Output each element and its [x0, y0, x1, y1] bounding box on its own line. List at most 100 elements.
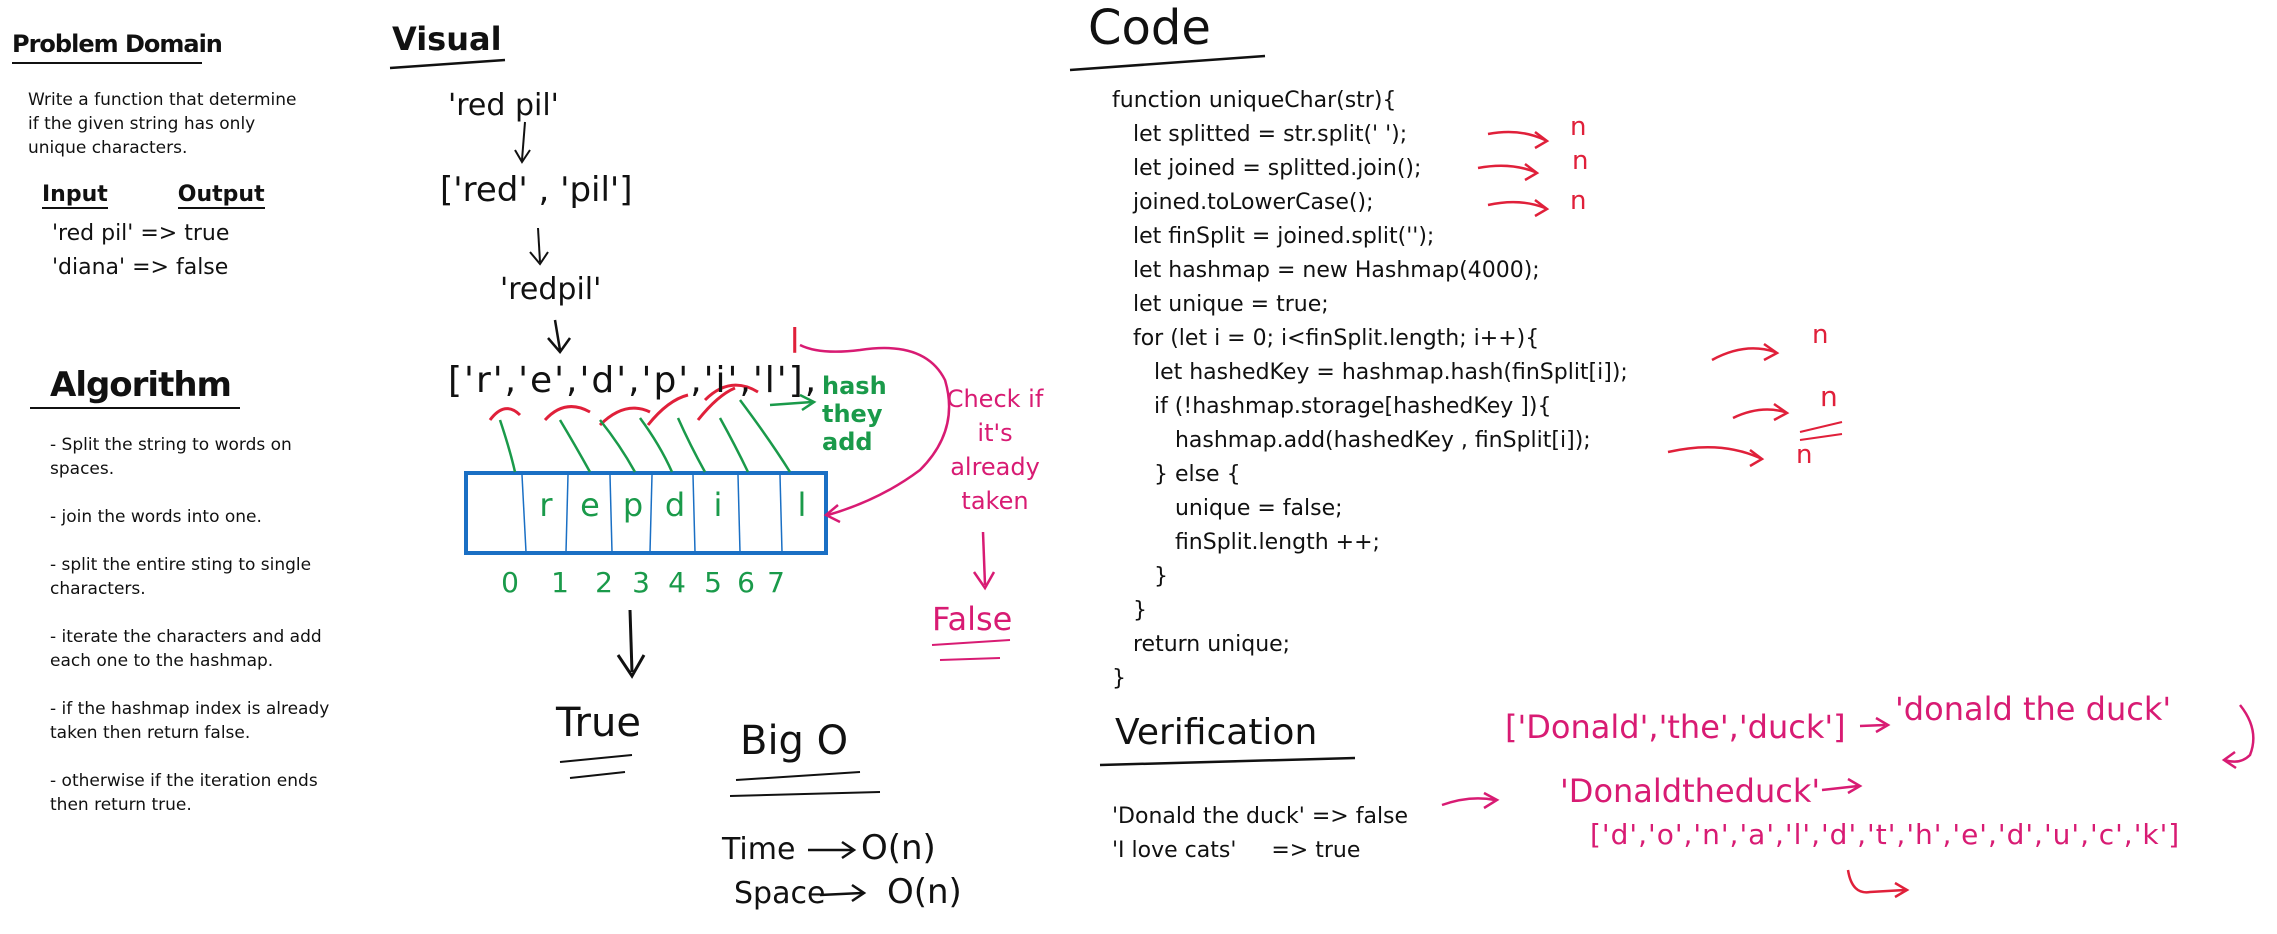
- verification-trace-3: 'Donaldtheduck': [1560, 772, 1821, 810]
- problem-domain-underline: [12, 62, 202, 64]
- verification-case: 'Donald the duck' => false: [1112, 800, 1408, 834]
- io-header: Input Output: [42, 182, 342, 209]
- space-value: O(n): [886, 872, 962, 912]
- code-title: Code: [1088, 0, 1211, 56]
- code-line: finSplit.length ++;: [1112, 530, 1380, 555]
- verification-trace-2: 'donald the duck': [1895, 690, 2172, 728]
- algorithm-step: - Split the string to words on spaces.: [50, 435, 292, 479]
- visual-char-array-tail: l: [790, 322, 800, 362]
- code-line: }: [1112, 564, 1168, 589]
- verification-trace-4: ['d','o','n','a','l','d','t','h','e','d'…: [1590, 818, 2181, 851]
- algorithm-title: Algorithm: [50, 365, 232, 405]
- code-line: let hashmap = new Hashmap(4000);: [1112, 258, 1540, 283]
- visual-split-array: ['red' , 'pil']: [440, 170, 633, 210]
- io-example-row: 'diana' => false: [52, 251, 342, 285]
- hashmap-index: 4: [668, 566, 686, 599]
- code-line: let splitted = str.split(' ');: [1112, 122, 1408, 147]
- input-label: Input: [42, 182, 108, 209]
- code-line: hashmap.add(hashedKey , finSplit[i]);: [1112, 428, 1591, 453]
- code-line: joined.toLowerCase();: [1112, 190, 1374, 215]
- verification-input: 'Donald the duck': [1112, 804, 1305, 829]
- visual-title: Visual: [392, 20, 502, 58]
- example-arrow: =>: [132, 255, 169, 280]
- verification-arrow: =>: [1271, 838, 1309, 863]
- algorithm-underline: [30, 407, 240, 409]
- code-block: function uniqueChar(str){ let splitted =…: [1112, 84, 1628, 696]
- hashmap-index: 0: [501, 566, 519, 599]
- bigo-title: Big O: [740, 718, 849, 764]
- bigo-time-row: Time O(n): [722, 828, 936, 868]
- hashmap-index: 1: [551, 566, 569, 599]
- code-line: function uniqueChar(str){: [1112, 88, 1397, 113]
- verification-case: 'I love cats' => true: [1112, 834, 1408, 868]
- algorithm-step: - split the entire sting to single chara…: [50, 555, 312, 599]
- space-label: Space: [734, 876, 826, 911]
- false-label: False: [932, 600, 1013, 638]
- complexity-note: n: [1820, 380, 1838, 413]
- complexity-note: n: [1570, 186, 1587, 216]
- algorithm-steps: - Split the string to words on spaces. -…: [50, 433, 360, 817]
- verification-cases: 'Donald the duck' => false 'I love cats'…: [1112, 800, 1408, 868]
- problem-domain-title: Problem Domain: [12, 30, 223, 58]
- io-example-row: 'red pil' => true: [52, 217, 342, 251]
- visual-joined: 'redpil': [500, 272, 602, 307]
- complexity-note: n: [1796, 440, 1813, 470]
- time-label: Time: [722, 832, 796, 867]
- hashmap-index: 7: [767, 566, 785, 599]
- complexity-note: n: [1570, 112, 1587, 142]
- problem-domain-section: Problem Domain Write a function that det…: [12, 30, 342, 285]
- hash-note: hash they add: [822, 372, 887, 456]
- hashmap-index: 3: [632, 566, 650, 599]
- io-examples: 'red pil' => true 'diana' => false: [52, 217, 342, 285]
- verification-title: Verification: [1115, 712, 1318, 753]
- algorithm-step: - if the hashmap index is already taken …: [50, 699, 330, 743]
- algorithm-step: - iterate the characters and add each on…: [50, 627, 322, 671]
- output-label: Output: [177, 182, 265, 209]
- example-input: 'red pil': [52, 221, 134, 246]
- check-note: Check if it's already taken: [946, 385, 1044, 515]
- verification-input: 'I love cats': [1112, 838, 1237, 863]
- algorithm-step: - join the words into one.: [50, 507, 262, 527]
- code-line: }: [1112, 666, 1126, 691]
- hashmap-cell: p: [622, 486, 644, 524]
- hashmap-index: 5: [704, 566, 722, 599]
- code-line: return unique;: [1112, 632, 1291, 657]
- hashmap-cell: r: [539, 486, 553, 524]
- visual-char-array: ['r','e','d','p','i','l'],: [448, 360, 819, 401]
- verification-output: false: [1355, 804, 1409, 829]
- hashmap-index: 6: [737, 566, 755, 599]
- code-line: let unique = true;: [1112, 292, 1329, 317]
- code-line: unique = false;: [1112, 496, 1343, 521]
- verification-output: true: [1315, 838, 1361, 863]
- code-line: let finSplit = joined.split('');: [1112, 224, 1435, 249]
- visual-input-string: 'red pil': [448, 88, 559, 123]
- code-line: } else {: [1112, 462, 1241, 487]
- time-value: O(n): [860, 828, 936, 868]
- algorithm-section: Algorithm - Split the string to words on…: [30, 365, 360, 841]
- complexity-note: n: [1812, 320, 1829, 350]
- example-arrow: =>: [140, 221, 178, 246]
- code-line: if (!hashmap.storage[hashedKey ]){: [1112, 394, 1552, 419]
- hashmap-cell: i: [713, 486, 723, 524]
- code-line: }: [1112, 598, 1147, 623]
- example-output: false: [175, 255, 229, 280]
- bigo-space-row: Space O(n): [734, 872, 962, 912]
- example-input: 'diana': [52, 255, 126, 280]
- code-line: for (let i = 0; i<finSplit.length; i++){: [1112, 326, 1540, 351]
- hashmap-index: 2: [595, 566, 613, 599]
- problem-description: Write a function that determine if the g…: [28, 90, 297, 158]
- algorithm-step: - otherwise if the iteration ends then r…: [50, 771, 318, 815]
- hashmap-cell: e: [580, 486, 600, 524]
- hashmap-cell: d: [664, 486, 686, 524]
- example-output: true: [184, 221, 230, 246]
- code-line: let joined = splitted.join();: [1112, 156, 1422, 181]
- verification-arrow: =>: [1311, 804, 1349, 829]
- true-label: True: [556, 700, 641, 746]
- complexity-note: n: [1572, 146, 1589, 176]
- hashmap-cell: l: [797, 486, 807, 524]
- code-line: let hashedKey = hashmap.hash(finSplit[i]…: [1112, 360, 1628, 385]
- verification-trace-1: ['Donald','the','duck']: [1505, 708, 1846, 746]
